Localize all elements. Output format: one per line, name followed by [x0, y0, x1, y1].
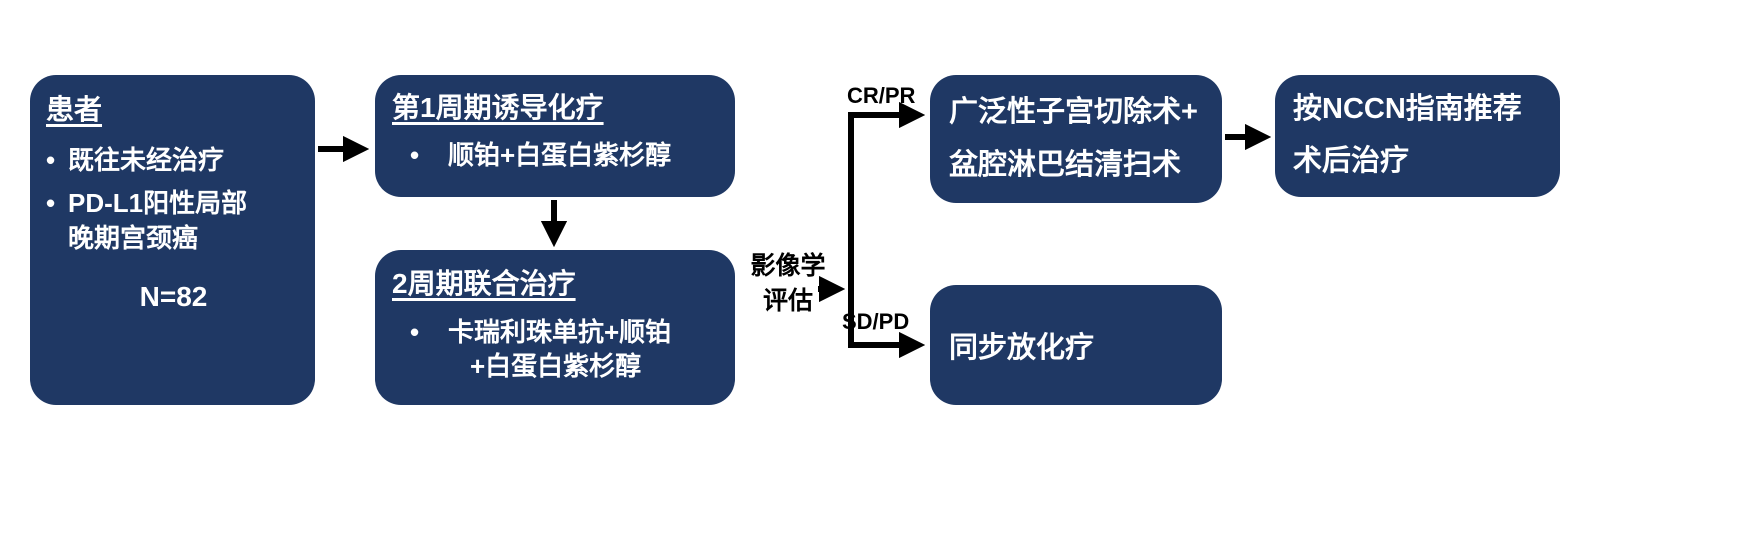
patients-bullet-1: • 既往未经治疗: [46, 143, 301, 177]
imaging-assessment-line1: 影像学: [750, 252, 826, 280]
combination-therapy-bullet-text: 卡瑞利珠单抗+顺铂 +白蛋白紫杉醇: [448, 315, 671, 384]
bullet-icon: •: [410, 140, 420, 170]
combination-bullet-line2: +白蛋白紫杉醇: [470, 351, 642, 382]
nccn-guideline-box: 按NCCN指南推荐 术后治疗: [1275, 75, 1560, 197]
induction-chemo-box: 第1周期诱导化疗 • 顺铂+白蛋白紫杉醇: [375, 75, 735, 197]
chemoradiotherapy-box: 同步放化疗: [930, 285, 1222, 405]
patients-box: 患者 • 既往未经治疗 • PD-L1阳性局部 晚期宫颈癌 N=82: [30, 75, 315, 405]
patients-title: 患者: [46, 94, 103, 125]
combination-therapy-bullet: • 卡瑞利珠单抗+顺铂 +白蛋白紫杉醇: [392, 315, 721, 384]
patients-bullet-2-text: PD-L1阳性局部 晚期宫颈癌: [68, 186, 247, 255]
combination-therapy-box: 2周期联合治疗 • 卡瑞利珠单抗+顺铂 +白蛋白紫杉醇: [375, 250, 735, 405]
combination-therapy-title: 2周期联合治疗: [392, 268, 576, 299]
bullet-icon: •: [46, 188, 56, 219]
patients-bullet-2-line1: PD-L1阳性局部: [68, 188, 248, 219]
imaging-assessment-line2: 评估: [762, 286, 813, 315]
combination-bullet-line1: 卡瑞利珠单抗+顺铂: [448, 317, 672, 347]
bullet-icon: •: [46, 145, 56, 175]
bullet-icon: •: [410, 317, 420, 347]
patients-bullet-1-text: 既往未经治疗: [68, 145, 225, 175]
crpr-label: CR/PR: [847, 83, 916, 108]
patients-bullet-2: • PD-L1阳性局部 晚期宫颈癌: [46, 186, 301, 255]
nccn-line2: 术后治疗: [1293, 145, 1410, 177]
imaging-assessment-label: 影像学 评估: [740, 249, 836, 318]
patients-bullet-2-line2: 晚期宫颈癌: [68, 222, 199, 253]
induction-chemo-bullet-text: 顺铂+白蛋白紫杉醇: [448, 140, 672, 170]
induction-chemo-title: 第1周期诱导化疗: [392, 92, 604, 123]
sdpd-label: SD/PD: [842, 309, 910, 334]
surgery-line1: 广泛性子宫切除术+: [949, 96, 1198, 129]
induction-chemo-bullet: • 顺铂+白蛋白紫杉醇: [392, 138, 721, 172]
patients-count: N=82: [139, 280, 208, 312]
nccn-line1: 按NCCN指南推荐: [1293, 93, 1522, 126]
surgery-box: 广泛性子宫切除术+ 盆腔淋巴结清扫术: [930, 75, 1222, 203]
surgery-line2: 盆腔淋巴结清扫术: [949, 149, 1182, 181]
chemoradiotherapy-label: 同步放化疗: [949, 332, 1095, 364]
